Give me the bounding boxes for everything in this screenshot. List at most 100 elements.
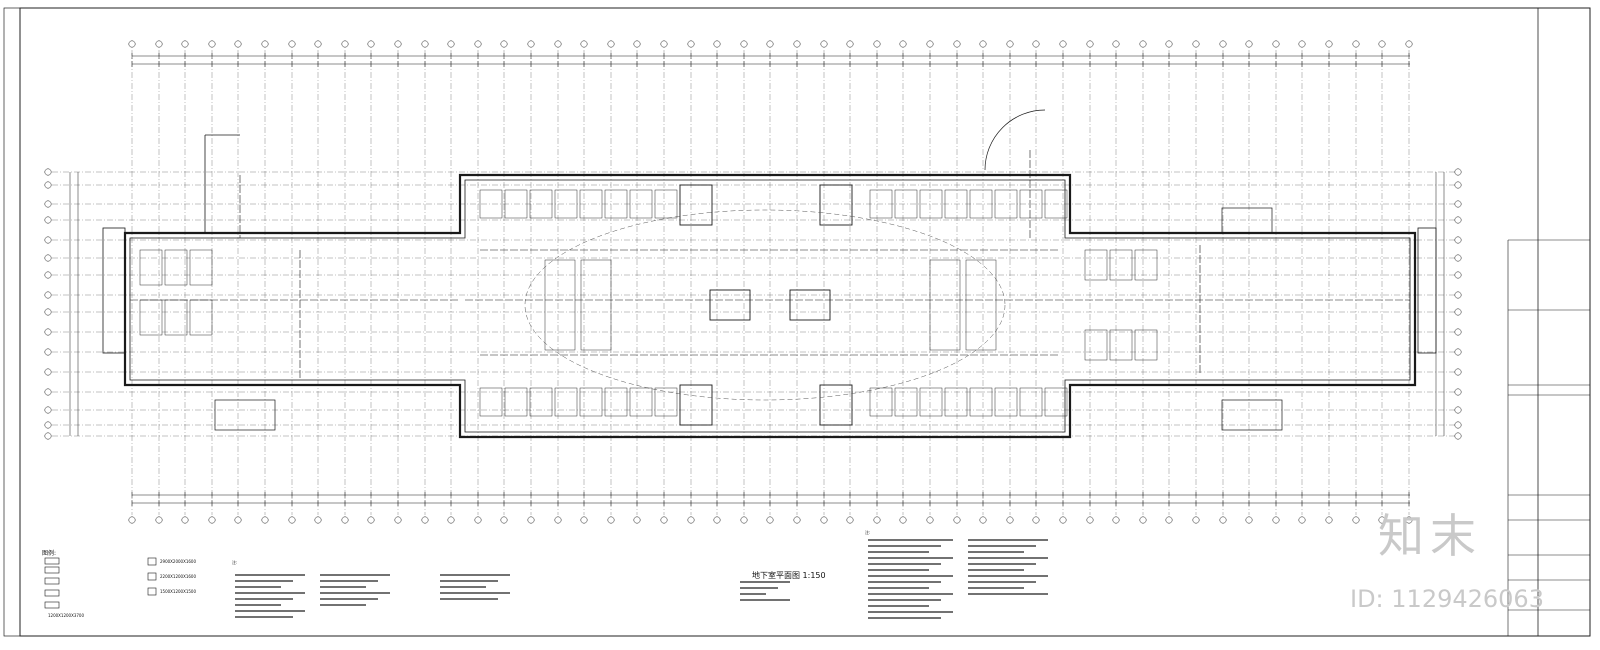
grid-bubble-top [288,40,296,48]
grid-bubble-top [1352,40,1360,48]
grid-bubble-left [44,168,52,176]
parking-bay [479,189,503,219]
pipe-runs [130,150,1410,380]
grid-bubble-right [1454,254,1462,262]
grid-bubble-bottom [554,516,562,524]
grid-bubble-right [1454,388,1462,396]
grid-bubble-top [820,40,828,48]
legend-item-1: 2900X2000X1600 [160,559,197,564]
grid-bubble-bottom [234,516,242,524]
grid-bubble-bottom [607,516,615,524]
grid-bubble-top [128,40,136,48]
grid-bubble-bottom [500,516,508,524]
grid-bubble-bottom [740,516,748,524]
watermark-id: ID: 1129426063 [1350,585,1544,613]
core-box [679,384,713,426]
grid-bubble-bottom [394,516,402,524]
grid-bubble-left [44,291,52,299]
grid-bubble-bottom [447,516,455,524]
notes-heading: 注: [232,560,238,565]
grid-bubble-right [1454,348,1462,356]
grid-bubble-top [873,40,881,48]
grid-bubble-top [261,40,269,48]
grid-bubble-bottom [846,516,854,524]
grid-bubble-top [314,40,322,48]
legend-symbol [147,587,157,596]
grid-bubble-left [44,328,52,336]
stair-top-right [1221,207,1273,234]
grid-bubble-top [1378,40,1386,48]
grid-bubble-top [1059,40,1067,48]
grid-bubble-bottom [474,516,482,524]
legend-item-3: 1500X1200X1500 [160,589,197,594]
parking-bay [944,189,968,219]
parking-bay [189,249,213,286]
binding-strip [3,7,21,637]
grid-bubble-bottom [1192,516,1200,524]
grid-bubble-bottom [1325,516,1333,524]
grid-bubble-top [580,40,588,48]
legend-symbol [44,601,60,609]
parking-bay [1109,249,1133,281]
grid-bubble-left [44,254,52,262]
grid-bubble-bottom [1405,516,1413,524]
grid-bubble-top [1405,40,1413,48]
grid-bubble-bottom [181,516,189,524]
parking-bay [944,387,968,417]
parking-bay [654,189,678,219]
parking-bay [869,189,893,219]
grid-bubble-left [44,421,52,429]
grid-bubble-bottom [1086,516,1094,524]
grid-bubble-left [44,216,52,224]
grid-bubble-left [44,271,52,279]
parking-bay [1134,329,1158,361]
parking-bay [529,189,553,219]
parking-bay [604,189,628,219]
grid-bubble-top [234,40,242,48]
parking-bay [1019,387,1043,417]
grid-bubble-bottom [766,516,774,524]
grid-bubble-top [527,40,535,48]
plan-title: 地下室平面图 1:150 [752,571,826,580]
grid-bubble-bottom [1378,516,1386,524]
legend-symbol [44,566,60,574]
axis-gridlines [52,50,1455,515]
grid-bubble-bottom [633,516,641,524]
grid-bubble-right [1454,308,1462,316]
parking-bay [969,189,993,219]
parking-bay [1044,189,1068,219]
grid-bubble-left [44,236,52,244]
grid-bubble-top [1245,40,1253,48]
grid-bubble-top [633,40,641,48]
parking-bay [529,387,553,417]
stair-bottom-right [1221,399,1283,431]
grid-bubble-top [208,40,216,48]
grid-bubble-top [554,40,562,48]
title-block [1507,239,1590,636]
parking-bay [479,387,503,417]
grid-bubble-top [181,40,189,48]
grid-bubble-bottom [288,516,296,524]
grid-bubble-bottom [1272,516,1280,524]
ramp-left [102,227,126,354]
parking-bay [629,387,653,417]
grid-bubble-right [1454,168,1462,176]
grid-bubble-top [713,40,721,48]
grid-bubble-top [1165,40,1173,48]
grid-bubble-top [474,40,482,48]
dimension-lines [69,53,1445,506]
grid-bubble-top [1325,40,1333,48]
parking-bay [504,387,528,417]
core-box [789,289,831,321]
grid-bubble-top [1006,40,1014,48]
grid-bubble-top [447,40,455,48]
parking-bay [869,387,893,417]
outer-wall [123,173,1417,439]
grid-bubble-right [1454,271,1462,279]
grid-bubble-right [1454,200,1462,208]
grid-bubble-bottom [1006,516,1014,524]
grid-bubble-bottom [1165,516,1173,524]
grid-bubble-bottom [1298,516,1306,524]
grid-bubble-right [1454,328,1462,336]
